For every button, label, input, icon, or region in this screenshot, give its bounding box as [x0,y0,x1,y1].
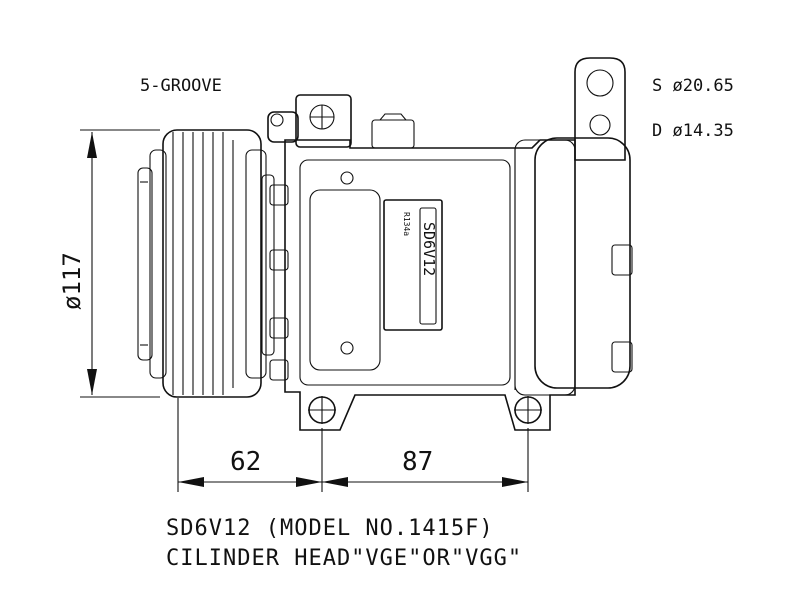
caption-line-1: SD6V12 (MODEL NO.1415F) [166,516,494,541]
caption-line-2: CILINDER HEAD"VGE"OR"VGG" [166,546,523,571]
pulley [137,129,275,398]
diameter-label: ø117 [58,252,86,310]
length-dimensions [177,398,529,492]
dimension-62: 62 [230,447,261,477]
discharge-port-label: D ø14.35 [652,121,734,141]
plate-refrigerant: R134a [402,212,411,236]
diameter-dimension [80,129,160,398]
compressor-body [267,57,633,431]
dimension-87: 87 [402,447,433,477]
plate-model: SD6V12 [420,222,438,276]
pulley-label: 5-GROOVE [140,76,222,96]
suction-port-label: S ø20.65 [652,76,734,96]
